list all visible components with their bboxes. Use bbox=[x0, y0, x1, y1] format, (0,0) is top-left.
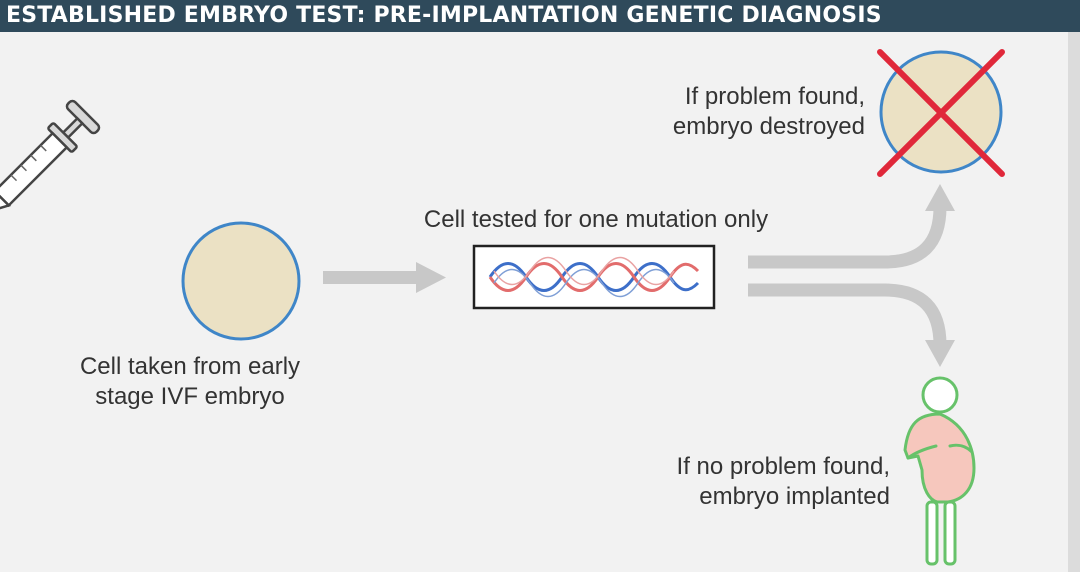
label-problem-found-line1: If problem found, bbox=[684, 83, 865, 110]
destroyed-embryo bbox=[877, 49, 1005, 177]
header-bar: ESTABLISHED EMBRYO TEST: PRE-IMPLANTATIO… bbox=[0, 0, 1080, 32]
label-no-problem-line2: embryo implanted bbox=[699, 483, 890, 510]
label-cell-taken-line2: stage IVF embryo bbox=[95, 383, 285, 410]
label-problem-found-line2: embryo destroyed bbox=[672, 113, 865, 140]
syringe-icon bbox=[0, 99, 101, 212]
page-title: ESTABLISHED EMBRYO TEST: PRE-IMPLANTATIO… bbox=[6, 3, 882, 28]
pregnant-woman-icon bbox=[903, 376, 976, 566]
embryo-icon bbox=[181, 221, 301, 341]
label-problem-found: If problem found, embryo destroyed bbox=[560, 82, 865, 142]
dna-test-box bbox=[472, 244, 716, 310]
arrow-no-problem-branch bbox=[748, 283, 955, 367]
label-cell-tested: Cell tested for one mutation only bbox=[376, 205, 816, 235]
label-no-problem: If no problem found, embryo implanted bbox=[590, 452, 890, 512]
arrow-to-test bbox=[323, 262, 446, 293]
label-cell-tested-text: Cell tested for one mutation only bbox=[423, 206, 769, 233]
arrow-problem-branch bbox=[748, 184, 955, 269]
label-cell-taken: Cell taken from early stage IVF embryo bbox=[50, 352, 330, 412]
label-cell-taken-line1: Cell taken from early bbox=[79, 353, 301, 380]
right-edge-strip bbox=[1068, 32, 1080, 572]
label-no-problem-line1: If no problem found, bbox=[676, 453, 890, 480]
dna-icon bbox=[488, 256, 700, 298]
cross-icon bbox=[877, 49, 1005, 177]
